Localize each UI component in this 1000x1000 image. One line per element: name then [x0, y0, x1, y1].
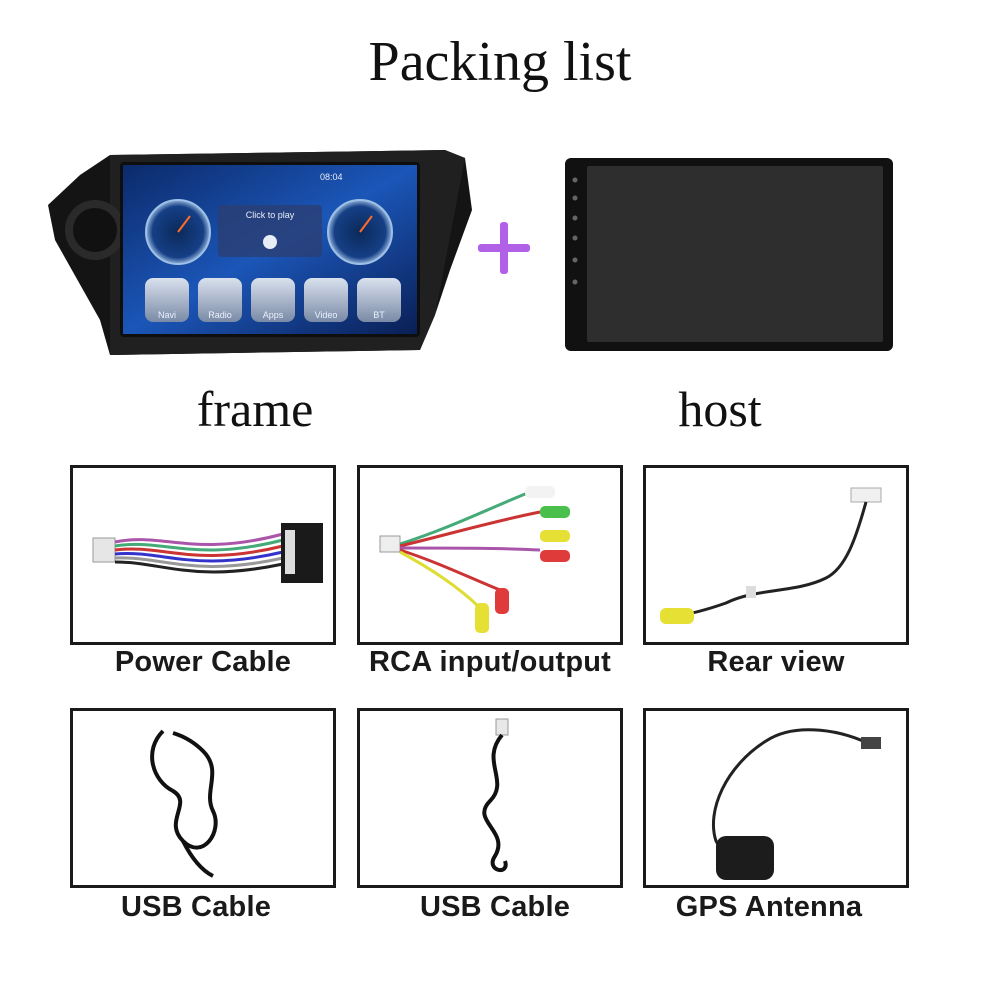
- frame-caption: frame: [196, 381, 314, 437]
- page-title: Packing list: [368, 31, 632, 93]
- video-icon: [304, 278, 348, 322]
- item-caption-usb-cable-2: USB Cable: [419, 891, 571, 923]
- power-cable-image: [70, 465, 336, 645]
- usb-cable-image-2: [357, 708, 623, 888]
- navi-icon: [145, 278, 189, 322]
- media-prompt: Click to play: [245, 210, 295, 220]
- plus-icon: [478, 222, 530, 274]
- frame-image: 08:04 Click to play Navi Radio Apps Vide…: [40, 150, 480, 360]
- app-label-apps: Apps: [262, 310, 284, 320]
- item-caption-power-cable: Power Cable: [114, 646, 292, 678]
- app-label-navi: Navi: [157, 310, 176, 320]
- radio-icon: [198, 278, 242, 322]
- app-label-radio: Radio: [208, 310, 232, 320]
- item-caption-rca: RCA input/output: [368, 646, 612, 678]
- app-label-bt: BT: [373, 310, 385, 320]
- host-image: [565, 158, 895, 353]
- apps-icon: [251, 278, 295, 322]
- gps-antenna-image: [643, 708, 909, 888]
- bluetooth-icon: [357, 278, 401, 322]
- usb-cable-image-1: [70, 708, 336, 888]
- item-caption-rear-view: Rear view: [707, 646, 845, 678]
- item-caption-usb-cable-1: USB Cable: [120, 891, 272, 923]
- rear-view-cable-image: [643, 465, 909, 645]
- item-caption-gps-antenna: GPS Antenna: [675, 891, 863, 923]
- app-label-video: Video: [314, 310, 338, 320]
- rca-cable-image: [357, 465, 623, 645]
- host-caption: host: [678, 381, 762, 437]
- status-time: 08:04: [320, 172, 343, 182]
